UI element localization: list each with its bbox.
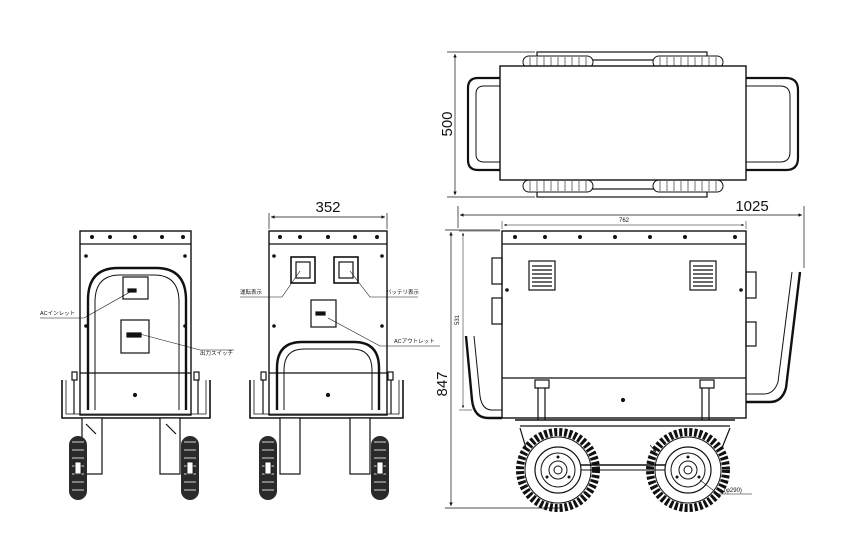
dim-847-label: 847 bbox=[434, 371, 451, 396]
wheel-diameter-callout bbox=[649, 444, 752, 495]
ac-outlet-label: ACアウトレット bbox=[394, 337, 435, 345]
callouts-middle bbox=[240, 270, 440, 347]
callouts-left bbox=[40, 291, 234, 351]
operation-display-label: 運転表示 bbox=[240, 288, 263, 296]
dim-352-label: 352 bbox=[315, 199, 340, 216]
mid-right-wheel-icon bbox=[370, 435, 390, 501]
front-left-wheel-icon bbox=[68, 435, 88, 501]
dimension-531 bbox=[459, 230, 500, 411]
dimension-1025 bbox=[457, 206, 805, 268]
front-view-middle bbox=[249, 230, 404, 475]
dimension-500 bbox=[447, 51, 535, 198]
top-wheel-icon bbox=[652, 179, 724, 193]
dimension-352 bbox=[268, 213, 388, 229]
output-switch-label: 出力スイッチ bbox=[200, 349, 233, 357]
battery-display-label: バッテリ表示 bbox=[386, 288, 420, 296]
dim-1025-label: 1025 bbox=[735, 198, 768, 215]
dim-762-label: 762 bbox=[619, 218, 630, 224]
top-wheel-icon bbox=[522, 179, 594, 193]
dimension-847 bbox=[445, 229, 560, 509]
side-view bbox=[464, 230, 802, 471]
mid-left-wheel-icon bbox=[258, 435, 278, 501]
dim-531-label: 531 bbox=[455, 314, 461, 325]
top-view bbox=[466, 51, 800, 198]
front-view-left bbox=[61, 230, 211, 475]
ac-inlet-label: ACインレット bbox=[40, 311, 75, 317]
dim-500-label: 500 bbox=[439, 111, 456, 136]
wheel-diameter-label: (φ290) bbox=[724, 488, 742, 494]
front-right-wheel-icon bbox=[180, 435, 200, 501]
dimension-762 bbox=[501, 221, 747, 229]
